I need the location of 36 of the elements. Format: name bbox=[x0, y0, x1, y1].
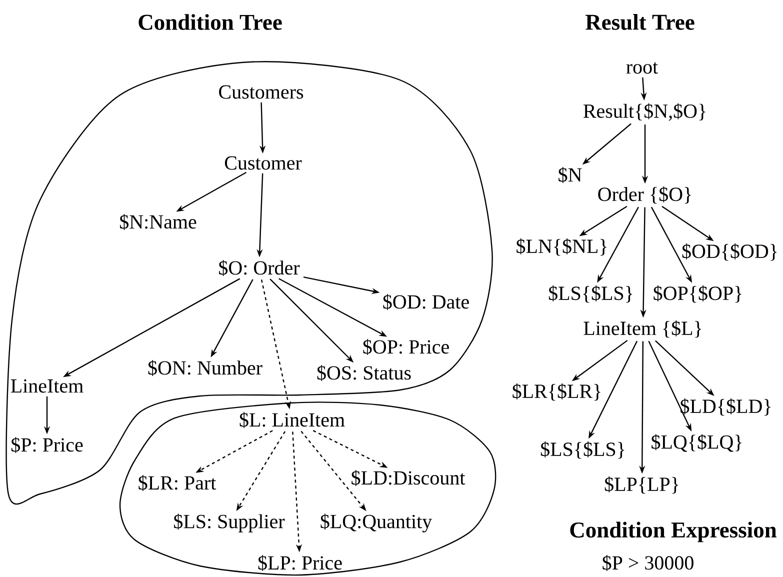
tree-node-label: LineItem {$L} bbox=[584, 320, 702, 338]
condition-expression: $P > 30000 bbox=[602, 555, 694, 571]
tree-node-label: $LP{LP} bbox=[604, 476, 678, 494]
tree-node-label: $LS{$LS} bbox=[540, 441, 624, 459]
tree-node-label: Customers bbox=[219, 85, 304, 99]
tree-node-label: $P: Price bbox=[11, 437, 83, 453]
tree-node-label: $N:Name bbox=[120, 214, 196, 230]
tree-node-label: root bbox=[626, 62, 658, 74]
tree-node-label: $ON: Number bbox=[148, 360, 262, 376]
section-heading: Condition Tree bbox=[138, 14, 282, 30]
tree-node-label: $LS{$LS} bbox=[548, 285, 632, 303]
tree-node-label: $N bbox=[558, 167, 582, 183]
tree-node-label: $LD{$LD} bbox=[680, 398, 770, 416]
tree-node-label: $LR{$LR} bbox=[512, 383, 600, 401]
region-outline bbox=[119, 402, 496, 576]
tree-node-label: $LP: Price bbox=[258, 555, 342, 571]
tree-node-label: $LQ{$LQ} bbox=[652, 434, 742, 452]
tree-node-label: Result{$N,$O} bbox=[583, 103, 706, 121]
tree-node-label: $OS: Status bbox=[317, 365, 411, 381]
tree-node-label: Customer bbox=[224, 156, 302, 170]
tree-node-label: $OD: Date bbox=[383, 294, 469, 310]
tree-node-label: $LD:Discount bbox=[352, 470, 466, 486]
tree-node-label: $LR: Part bbox=[138, 475, 216, 491]
section-heading: Condition Expression bbox=[570, 522, 777, 542]
tree-node-label: $L: LineItem bbox=[240, 412, 345, 428]
tree-node-label: $OP: Price bbox=[363, 339, 449, 355]
tree-node-label: LineItem bbox=[10, 379, 84, 393]
section-heading: Result Tree bbox=[586, 14, 694, 30]
tree-node-label: $LN{$NL} bbox=[516, 238, 606, 256]
tree-node-label: $OD{$OD} bbox=[682, 243, 777, 261]
tree-node-label: $LQ:Quantity bbox=[320, 514, 432, 532]
tree-node-label: Order {$O} bbox=[598, 186, 691, 204]
tree-node-label: $O: Order bbox=[219, 260, 300, 276]
region-outline bbox=[6, 61, 493, 505]
tree-node-label: $OP{$OP} bbox=[654, 285, 742, 303]
tree-node-label: $LS: Supplier bbox=[174, 514, 285, 532]
